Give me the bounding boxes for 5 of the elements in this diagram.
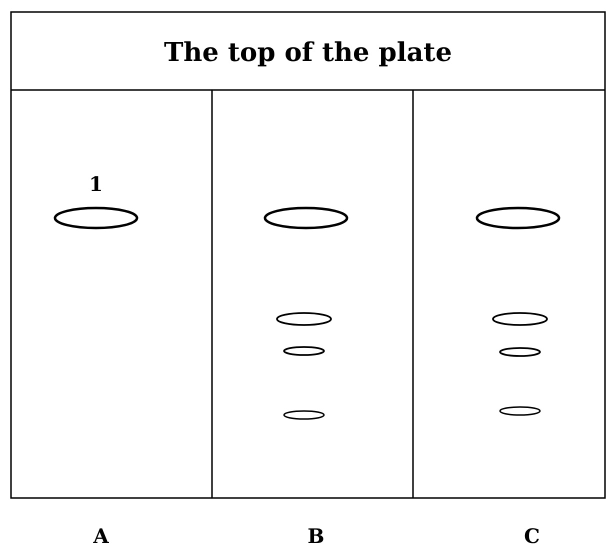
spot-number: 1 <box>89 174 103 194</box>
lane-label: C <box>524 526 540 546</box>
plate-heading: The top of the plate <box>164 40 452 66</box>
lane-label: A <box>93 526 109 546</box>
lane-label: B <box>308 526 324 546</box>
